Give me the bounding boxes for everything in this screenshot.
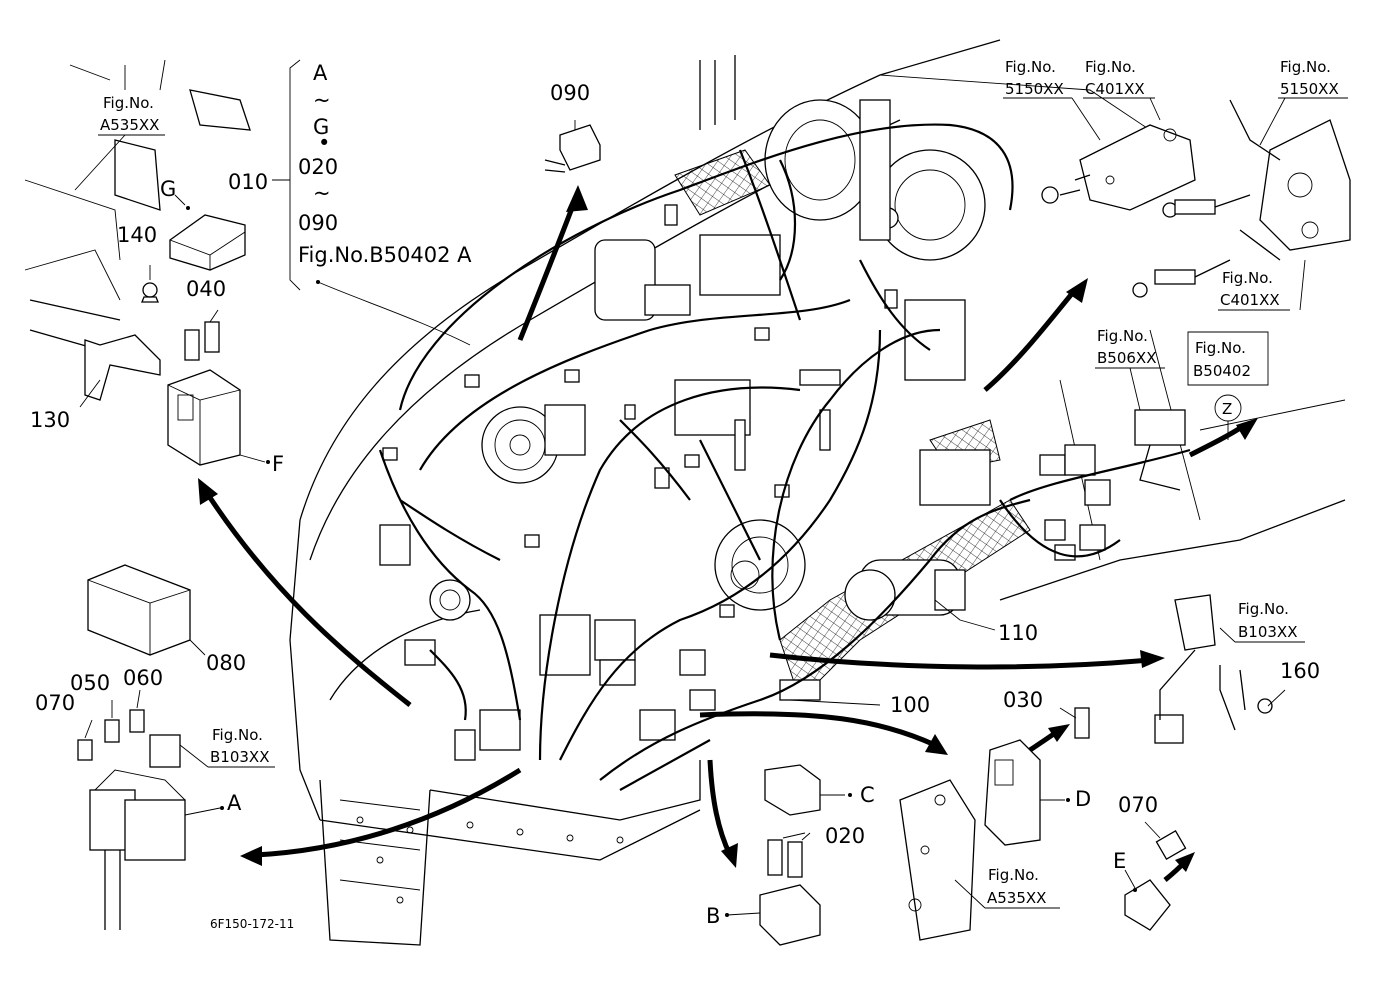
part-label-040: 040 — [186, 277, 226, 301]
wiring-harness — [378, 123, 1191, 791]
fig-ref-b103-left: B103XX — [210, 748, 269, 766]
engine-components — [379, 99, 1351, 761]
assembly-range-line-7: 090 — [298, 211, 338, 235]
assembly-range-line-3: G — [313, 115, 329, 139]
part-label-110: 110 — [998, 621, 1038, 645]
part-label-130: 130 — [30, 408, 70, 432]
fig-title-b103-right: Fig.No. — [1238, 600, 1289, 618]
figure-references: Fig.No. A535XX Fig.No. B103XX Fig.No. 51… — [100, 58, 1339, 907]
part-label-080: 080 — [206, 651, 246, 675]
part-label-060: 060 — [123, 666, 163, 690]
part-label-160: 160 — [1280, 659, 1320, 683]
fig-title-c401-top: Fig.No. — [1085, 58, 1136, 76]
part-label-070-right: 070 — [1118, 793, 1158, 817]
letter-B: B — [706, 904, 720, 928]
part-label-100: 100 — [890, 693, 930, 717]
assembly-range-line-1: A — [313, 61, 328, 85]
machine-frame — [24, 39, 1346, 946]
part-label-140: 140 — [117, 223, 157, 247]
letter-E: E — [1113, 849, 1126, 873]
assembly-range-line-6: ~ — [313, 181, 331, 205]
drawing-code: 6F150-172-11 — [210, 917, 294, 931]
fig-title-b50402: Fig.No. — [1195, 339, 1246, 357]
letter-D: D — [1075, 787, 1091, 811]
fig-ref-c401-mid: C401XX — [1220, 291, 1280, 309]
part-label-020: 020 — [825, 824, 865, 848]
fig-ref-b50402: B50402 — [1193, 362, 1251, 380]
letter-F: F — [272, 452, 284, 476]
part-number-labels: 090 140 040 130 080 070 050 060 110 100 … — [30, 81, 1320, 848]
fig-title-b506: Fig.No. — [1097, 327, 1148, 345]
fig-title-c401-mid: Fig.No. — [1222, 269, 1273, 287]
assembly-range-line-5: 020 — [298, 155, 338, 179]
part-label-050: 050 — [70, 671, 110, 695]
fig-ref-c401-top: C401XX — [1085, 80, 1145, 98]
fig-ref-5150-right: 5150XX — [1280, 80, 1339, 98]
fig-title-5150-right: Fig.No. — [1280, 58, 1331, 76]
assembly-figure-ref: Fig.No.B50402 A — [298, 243, 472, 267]
fig-title-a535-top: Fig.No. — [103, 94, 154, 112]
exploded-view-arrows — [198, 185, 1258, 882]
fig-ref-5150-left: 5150XX — [1005, 80, 1064, 98]
assembly-range-line-2: ~ — [313, 88, 331, 112]
fig-ref-a535-top: A535XX — [100, 116, 159, 134]
fig-ref-b103-right: B103XX — [1238, 623, 1297, 641]
assembly-ref-label: 010 — [228, 170, 268, 194]
leader-lines — [74, 59, 1348, 917]
detail-parts — [77, 89, 1273, 946]
part-label-070-left: 070 — [35, 691, 75, 715]
part-label-090: 090 — [550, 81, 590, 105]
letter-A: A — [227, 791, 242, 815]
letter-C: C — [860, 783, 875, 807]
assembly-callout: 010 A ~ G • 020 ~ 090 Fig.No.B50402 A — [228, 61, 472, 267]
part-label-030: 030 — [1003, 688, 1043, 712]
letter-G: G — [160, 177, 176, 201]
letter-Z: Z — [1222, 400, 1232, 418]
assembly-range-line-4: • — [318, 131, 330, 155]
fig-title-a535-bottom: Fig.No. — [988, 866, 1039, 884]
letter-callouts: G F A C D B E Z — [160, 177, 1232, 928]
fig-title-b103-left: Fig.No. — [212, 726, 263, 744]
fig-title-5150-left: Fig.No. — [1005, 58, 1056, 76]
fig-ref-a535-bottom: A535XX — [987, 889, 1046, 907]
fig-ref-b506: B506XX — [1097, 349, 1156, 367]
